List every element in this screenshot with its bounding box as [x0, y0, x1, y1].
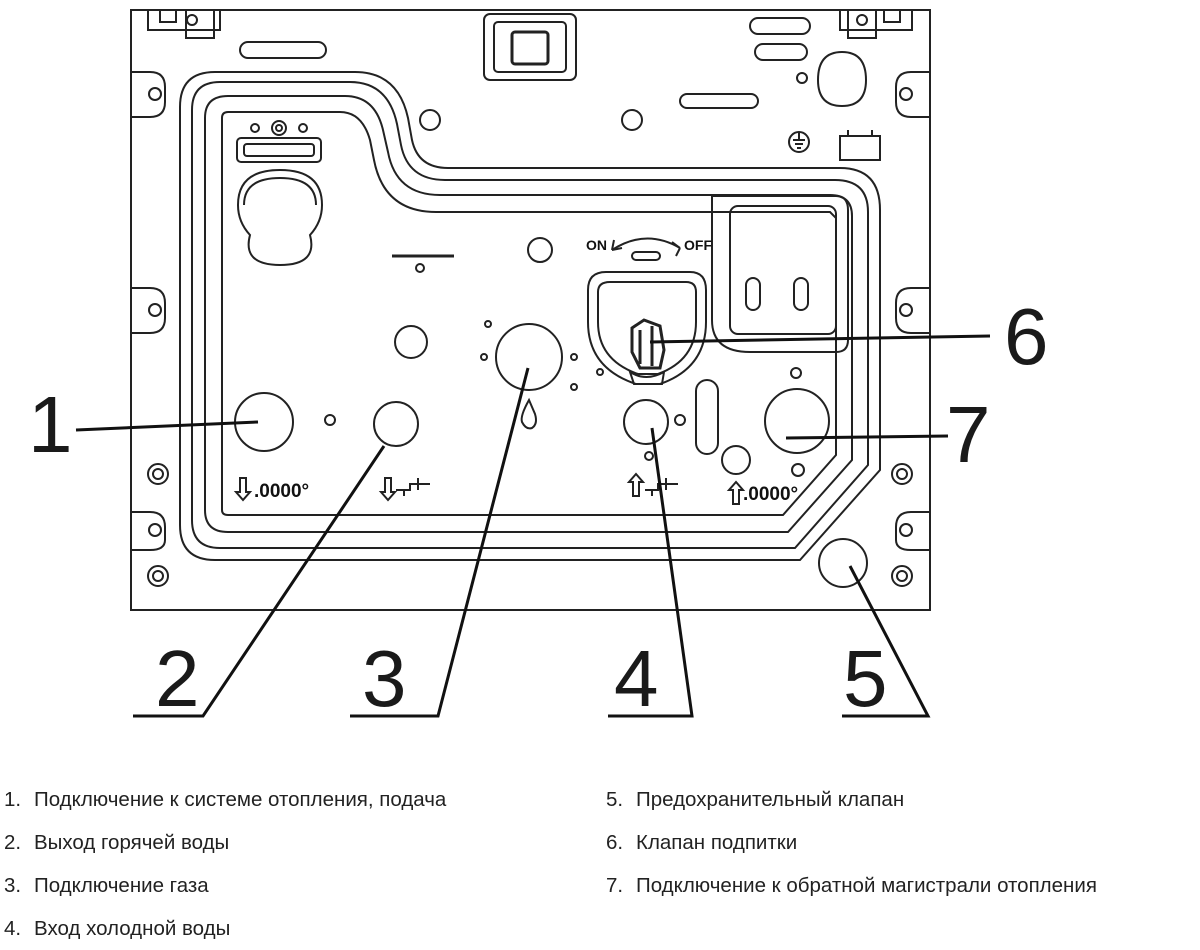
slot — [745, 277, 761, 311]
arrow-up-icon — [626, 472, 646, 497]
top-right-opening — [816, 50, 868, 108]
callout-number-4: 4 — [614, 634, 659, 723]
callout-number-6: 6 — [1004, 292, 1049, 381]
legend-column-right: 5.Предохранительный клапан 6.Клапан подп… — [606, 778, 1097, 907]
legend: 1.Подключение к системе отопления, подач… — [0, 778, 1200, 942]
arrow-down-icon — [378, 477, 398, 502]
side-clip-right — [895, 511, 930, 551]
legend-item-text: Подключение к обратной магистрали отопле… — [636, 874, 1097, 897]
mounting-slot — [679, 93, 759, 109]
make-up-valve — [630, 318, 666, 370]
callout-line-7 — [785, 434, 949, 440]
valve-cutout — [587, 271, 707, 385]
arrow-down-icon — [233, 477, 253, 502]
right-panel-block — [711, 195, 849, 353]
mounting-slot — [239, 41, 327, 59]
legend-item-text: Клапан подпитки — [636, 831, 798, 854]
hot-water-outlet — [373, 401, 419, 447]
hole — [394, 325, 428, 359]
callout-number-2: 2 — [155, 634, 200, 723]
legend-item: 2.Выход горячей воды — [4, 831, 230, 854]
valve-off-label: OFF — [684, 237, 712, 253]
side-clip-right — [895, 71, 930, 118]
mounting-slot — [754, 43, 808, 61]
arrow-up-icon — [726, 480, 746, 505]
legend-item: 6.Клапан подпитки — [606, 831, 798, 854]
screw — [147, 463, 169, 485]
gas-connection — [495, 323, 563, 391]
screw — [891, 463, 913, 485]
legend-item-text: Предохранительный клапан — [636, 788, 905, 811]
callout-line-1 — [75, 420, 259, 432]
callout-line-2 — [133, 445, 386, 718]
mounting-slot — [749, 17, 811, 35]
on-off-arrow-icon — [611, 237, 681, 251]
inner-frame-outer — [179, 71, 881, 561]
side-clip-left — [131, 71, 166, 118]
legend-item-text: Подключение к системе отопления, подача — [34, 788, 447, 811]
hole — [419, 109, 441, 131]
hole — [721, 445, 751, 475]
top-latch — [483, 13, 577, 81]
cold-water-inlet — [623, 399, 669, 445]
legend-item: 3.Подключение газа — [4, 874, 209, 897]
heating-return-connection — [764, 388, 830, 454]
hole — [621, 109, 643, 131]
tap-icon — [396, 478, 430, 496]
legend-item: 5.Предохранительный клапан — [606, 788, 905, 811]
bracket-top-right — [839, 10, 913, 39]
side-clip-left — [131, 511, 166, 551]
hole — [527, 237, 553, 263]
inner-frame-middle — [191, 81, 869, 549]
legend-column-left: 1.Подключение к системе отопления, подач… — [4, 778, 446, 950]
callout-number-7: 7 — [946, 390, 991, 479]
safety-valve-opening — [818, 538, 868, 588]
legend-item-text: Вход холодной воды — [34, 917, 231, 940]
side-clip-right — [895, 287, 930, 334]
callout-line-3 — [350, 367, 530, 718]
valve-on-label: ON — [586, 237, 607, 253]
mounting-plate — [130, 9, 931, 611]
callout-number-3: 3 — [362, 634, 407, 723]
label-slot — [236, 137, 322, 163]
legend-item: 7.Подключение к обратной магистрали отоп… — [606, 874, 1097, 897]
legend-item: 4.Вход холодной воды — [4, 917, 231, 940]
flow-temperature-label: .0000° — [254, 481, 309, 502]
bracket-top-left — [147, 10, 221, 39]
screw — [891, 565, 913, 587]
legend-item-text: Подключение газа — [34, 874, 209, 897]
screw — [147, 565, 169, 587]
connector-block — [839, 130, 881, 161]
callout-number-5: 5 — [843, 634, 888, 723]
keyhole-opening — [236, 168, 324, 267]
return-temperature-label: .0000° — [743, 484, 798, 505]
legend-item-text: Выход горячей воды — [34, 831, 230, 854]
callout-line-4 — [608, 427, 694, 718]
screw-hole — [856, 14, 868, 26]
callout-number-1: 1 — [28, 380, 73, 469]
callout-line-5 — [842, 565, 931, 718]
slot — [695, 379, 719, 455]
legend-item: 1.Подключение к системе отопления, подач… — [4, 788, 447, 811]
water-drop-icon — [520, 397, 537, 430]
slot — [793, 277, 809, 311]
boiler-connection-diagram: ON OFF .0000° .0000° 1 2 3 4 5 6 7 — [28, 9, 1049, 723]
tap-icon — [645, 478, 678, 496]
screw-hole — [186, 14, 198, 26]
side-clip-left — [131, 287, 166, 334]
callout-line-6 — [649, 334, 991, 344]
